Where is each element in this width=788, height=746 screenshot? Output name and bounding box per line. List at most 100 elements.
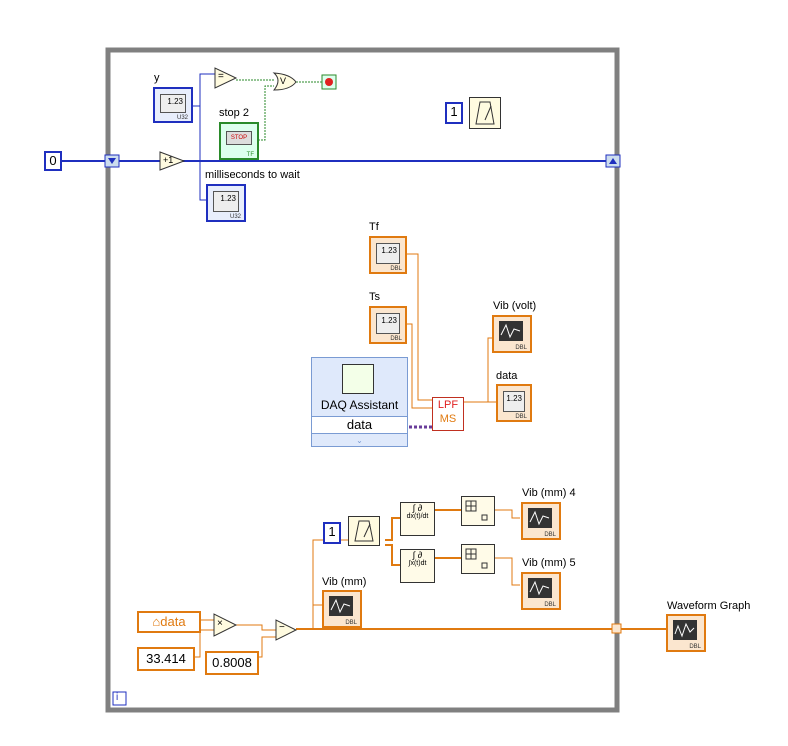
stop-to-or-wire <box>255 85 274 141</box>
increment-node <box>159 151 186 171</box>
deriv-in-wire <box>385 517 400 541</box>
ms-wait-label: milliseconds to wait <box>205 169 300 181</box>
vib-mm-graph[interactable]: DBL <box>322 590 362 628</box>
vib-mm4-graph[interactable]: DBL <box>521 502 561 540</box>
deriv-top: ∫ ∂ <box>412 503 423 513</box>
vib-volt-graph[interactable]: DBL <box>492 315 532 353</box>
tf-control[interactable]: 1.23 DBL <box>369 236 407 274</box>
iteration-terminal <box>112 691 127 706</box>
stop2-button[interactable]: STOP TF <box>219 122 259 160</box>
y-display: 1.23 <box>160 94 186 113</box>
u32-tag: U32 <box>229 214 241 220</box>
integ-bot: ∫x(t)dt <box>408 560 427 567</box>
metronome-icon-bottom[interactable] <box>348 516 380 546</box>
graph-icon <box>673 620 697 640</box>
while-loop-border <box>105 47 620 713</box>
integ-in-wire <box>385 544 400 566</box>
sub-constant[interactable]: 0.8008 <box>205 651 259 675</box>
dbl-tag: DBL <box>515 414 527 420</box>
data-local-variable[interactable]: ⌂data <box>137 611 201 633</box>
grid-icon <box>465 500 488 521</box>
integ-top: ∫ ∂ <box>412 550 423 560</box>
data-display: 1.23 <box>503 391 525 412</box>
dbl-tag: DBL <box>544 532 556 538</box>
ts-wire <box>405 323 432 409</box>
graph-icon <box>528 508 552 528</box>
mult-constant[interactable]: 33.414 <box>137 647 195 671</box>
subtract-node <box>275 619 298 641</box>
graph-icon <box>499 321 523 341</box>
build-waveform-bottom[interactable] <box>461 544 495 574</box>
lpf-line1: LPF <box>437 399 459 411</box>
ts-control[interactable]: 1.23 DBL <box>369 306 407 344</box>
ms-display: 1.23 <box>213 191 239 212</box>
tf-wire <box>405 253 432 401</box>
stop-text: STOP <box>226 131 252 145</box>
ms-wait-control[interactable]: 1.23 U32 <box>206 184 246 222</box>
wait-constant-bottom[interactable]: 1 <box>323 522 341 544</box>
output-tunnel <box>611 623 622 634</box>
y-wire <box>199 73 215 161</box>
tf-label: Tf <box>369 221 379 233</box>
dbl-tag: DBL <box>515 345 527 351</box>
equal-glyph: = <box>218 71 224 82</box>
lpf-out-wire <box>463 337 492 403</box>
sub-const-wire <box>258 636 276 658</box>
lpf-filter-node[interactable]: LPF MS <box>432 397 464 431</box>
daq-assistant[interactable]: DAQ Assistant data ⌄ <box>311 357 408 447</box>
build-waveform-top[interactable] <box>461 496 495 526</box>
tf-tag: TF <box>246 152 254 158</box>
vib-volt-label: Vib (volt) <box>493 300 537 312</box>
integral-node[interactable]: ∫ ∂ ∫x(t)dt <box>400 549 435 583</box>
stop2-label: stop 2 <box>219 107 249 119</box>
equal-node <box>214 67 238 89</box>
ts-display: 1.23 <box>376 313 400 334</box>
metronome-icon-top[interactable] <box>469 97 501 129</box>
subtract-glyph: − <box>279 622 285 633</box>
dbl-tag: DBL <box>544 602 556 608</box>
increment-glyph: +1 <box>163 155 174 165</box>
waveform-graph[interactable]: DBL <box>666 614 706 652</box>
multiply-glyph: × <box>217 618 223 629</box>
graph-icon <box>528 578 552 598</box>
deriv-to-graph-wire <box>494 509 520 519</box>
ms-wire <box>199 161 207 201</box>
wait-constant-top[interactable]: 1 <box>445 102 463 124</box>
deriv-bot: dx(t)/dt <box>406 513 429 520</box>
graph-icon <box>329 596 353 616</box>
dbl-tag: DBL <box>390 336 402 342</box>
y-label: y <box>154 72 160 84</box>
daq-output-label: data <box>312 416 407 434</box>
u32-tag: U32 <box>176 115 188 121</box>
grid-icon <box>465 548 488 569</box>
dbl-tag: DBL <box>390 266 402 272</box>
chevron-down-icon[interactable]: ⌄ <box>356 436 363 445</box>
ts-label: Ts <box>369 291 380 303</box>
or-glyph: V <box>280 76 287 86</box>
local-home-icon: ⌂ <box>152 614 161 629</box>
metronome-glyph <box>354 520 374 542</box>
data-label: data <box>496 370 518 382</box>
shift-init-constant[interactable]: 0 <box>44 151 62 171</box>
mult-to-sub-wire <box>236 624 276 631</box>
const-to-mult-wire <box>195 629 214 658</box>
tf-display: 1.23 <box>376 243 400 264</box>
vib-mm5-label: Vib (mm) 5 <box>522 557 576 569</box>
data-indicator[interactable]: 1.23 DBL <box>496 384 532 422</box>
vib-mm-label: Vib (mm) <box>322 576 367 588</box>
vibmm-ind-wire <box>312 604 322 629</box>
derivative-node[interactable]: ∫ ∂ dx(t)/dt <box>400 502 435 536</box>
integ-to-graph-wire <box>494 557 520 586</box>
daq-icon <box>342 364 374 394</box>
waveform-graph-label: Waveform Graph <box>667 600 751 612</box>
dbl-tag: DBL <box>689 644 701 650</box>
local-var-text: data <box>160 614 186 629</box>
vib-mm5-graph[interactable]: DBL <box>521 572 561 610</box>
multiply-node <box>213 613 238 637</box>
daq-title: DAQ Assistant <box>320 398 399 412</box>
y-indicator[interactable]: 1.23 U32 <box>153 87 193 123</box>
vib-mm4-label: Vib (mm) 4 <box>522 487 576 499</box>
lpf-line2: MS <box>439 413 457 425</box>
dbl-tag: DBL <box>345 620 357 626</box>
